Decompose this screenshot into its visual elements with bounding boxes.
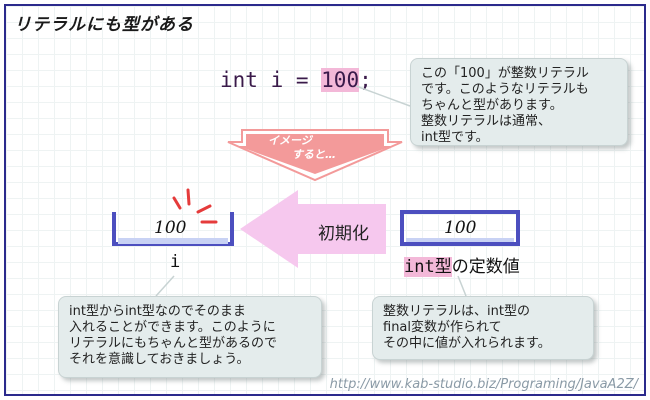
top-callout-line: 整数リテラルは通常、 [421, 114, 552, 129]
top-callout-line: です。このようなリテラルも [421, 82, 589, 97]
callout-pointer-left [155, 275, 175, 297]
code-prefix: int i = [220, 68, 322, 92]
bottom-left-callout-line: int型からint型なのでそのまま [69, 304, 246, 319]
down-arrow-fill [238, 134, 392, 174]
bottom-right-callout: 整数リテラルは、int型の final変数が作られて その中に値が入れられます。 [372, 296, 594, 360]
bottom-right-callout-line: その中に値が入れられます。 [383, 336, 551, 351]
top-callout-line: ちゃんと型があります。 [421, 98, 563, 113]
variable-name: i [170, 252, 181, 272]
spark-line-1 [172, 196, 182, 210]
callout-pointer-right [457, 275, 467, 297]
constant-label-type: int型 [404, 257, 452, 277]
arrow-label-line1: イメージ [268, 134, 312, 147]
callout-pointer-top [355, 85, 411, 107]
left-arrow-shape [240, 190, 386, 268]
variable-box-fill [118, 238, 228, 244]
top-callout-line: この「100」が整数リテラル [421, 66, 589, 81]
constant-label: int型の定数値 [404, 252, 520, 277]
code-suffix: ; [359, 68, 372, 92]
constant-label-rest: の定数値 [451, 257, 520, 277]
arrow-label-line2: すると… [292, 148, 336, 161]
constant-box-value: 100 [444, 218, 477, 238]
variable-box-value: 100 [154, 218, 187, 238]
top-callout-line: int型です。 [421, 130, 489, 145]
bottom-left-callout-line: それを意識しておきましょう。 [69, 352, 250, 367]
bottom-right-callout-line: 整数リテラルは、int型の [383, 304, 530, 319]
code-line: int i = 100; [220, 68, 372, 92]
constant-box-fill [406, 238, 514, 242]
constant-box-outline [400, 210, 520, 246]
bottom-left-callout-line: 入れることができます。このように [69, 320, 276, 335]
top-callout: この「100」が整数リテラル です。このようなリテラルも ちゃんと型があります。… [410, 58, 628, 146]
diagram-title: リテラルにも型がある [14, 15, 194, 35]
spark-line-3 [196, 204, 212, 214]
diagram-frame: リテラルにも型がある int i = 100; イメージ すると… この「100… [4, 4, 646, 396]
source-url: http://www.kab-studio.biz/Programing/Jav… [329, 377, 638, 392]
spark-line-2 [186, 188, 191, 206]
bottom-left-callout: int型からint型なのでそのまま 入れることができます。このように リテラルに… [58, 296, 322, 378]
connector-lines [112, 85, 520, 297]
bottom-left-callout-line: リテラルにもちゃんと型があるので [69, 336, 278, 351]
bottom-right-callout-line: final変数が作られて [383, 320, 502, 335]
code-literal: 100 [321, 68, 360, 92]
initialize-label: 初期化 [318, 224, 369, 244]
